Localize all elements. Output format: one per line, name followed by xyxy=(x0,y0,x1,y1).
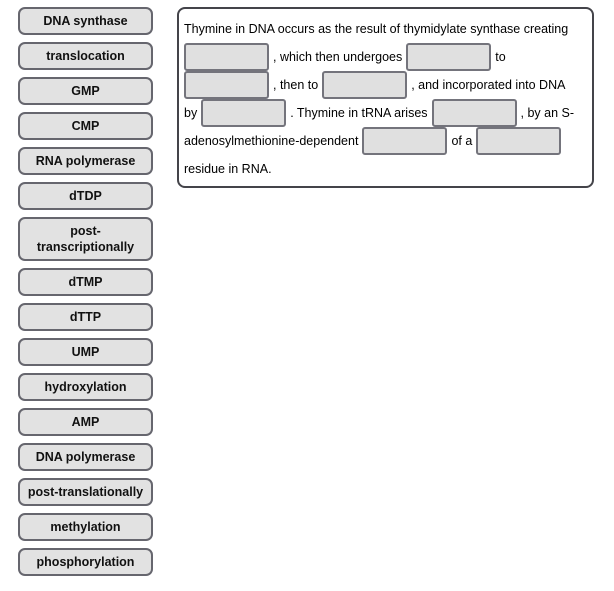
word-bank-item-rna-polymerase[interactable]: RNA polymerase xyxy=(18,147,153,175)
passage-line: by . Thymine in tRNA arises , by an S- xyxy=(184,99,587,127)
word-bank-item-gmp[interactable]: GMP xyxy=(18,77,153,105)
word-bank-item-ump[interactable]: UMP xyxy=(18,338,153,366)
word-bank-item-phosphorylation[interactable]: phosphorylation xyxy=(18,548,153,576)
word-bank-item-dtdp[interactable]: dTDP xyxy=(18,182,153,210)
passage-line: residue in RNA. xyxy=(184,155,587,183)
word-bank-item-dtmp[interactable]: dTMP xyxy=(18,268,153,296)
passage-text: by xyxy=(184,106,198,120)
blank-slot[interactable] xyxy=(184,71,269,99)
passage-text: adenosylmethionine-dependent xyxy=(184,134,359,148)
passage-text: , then to xyxy=(273,78,319,92)
blank-slot[interactable] xyxy=(184,43,269,71)
word-bank-item-amp[interactable]: AMP xyxy=(18,408,153,436)
passage-text: . Thymine in tRNA arises xyxy=(290,106,428,120)
passage-text: to xyxy=(495,50,506,64)
passage-line: , which then undergoes to xyxy=(184,43,587,71)
word-bank-item-dttp[interactable]: dTTP xyxy=(18,303,153,331)
word-bank-item-dna-polymerase[interactable]: DNA polymerase xyxy=(18,443,153,471)
passage-line: Thymine in DNA occurs as the result of t… xyxy=(184,15,587,43)
word-bank-item-methylation[interactable]: methylation xyxy=(18,513,153,541)
passage-text: , and incorporated into DNA xyxy=(411,78,566,92)
blank-slot[interactable] xyxy=(362,127,448,155)
passage-text: of a xyxy=(451,134,473,148)
passage-text: , by an S- xyxy=(520,106,575,120)
passage-line: , then to , and incorporated into DNA xyxy=(184,71,587,99)
passage-line: adenosylmethionine-dependent of a xyxy=(184,127,587,155)
passage-text: residue in RNA. xyxy=(184,162,272,176)
word-bank-item-hydroxylation[interactable]: hydroxylation xyxy=(18,373,153,401)
passage-panel: Thymine in DNA occurs as the result of t… xyxy=(177,7,594,188)
blank-slot[interactable] xyxy=(406,43,492,71)
word-bank-item-cmp[interactable]: CMP xyxy=(18,112,153,140)
passage-text: Thymine in DNA occurs as the result of t… xyxy=(184,22,569,36)
blank-slot[interactable] xyxy=(201,99,287,127)
blank-slot[interactable] xyxy=(476,127,562,155)
word-bank-item-post-transcriptionally[interactable]: post-transcriptionally xyxy=(18,217,153,261)
word-bank-item-dna-synthase[interactable]: DNA synthase xyxy=(18,7,153,35)
passage-text: , which then undergoes xyxy=(273,50,403,64)
blank-slot[interactable] xyxy=(322,71,408,99)
blank-slot[interactable] xyxy=(431,99,517,127)
word-bank-item-post-translationally[interactable]: post-translationally xyxy=(18,478,153,506)
word-bank-item-translocation[interactable]: translocation xyxy=(18,42,153,70)
